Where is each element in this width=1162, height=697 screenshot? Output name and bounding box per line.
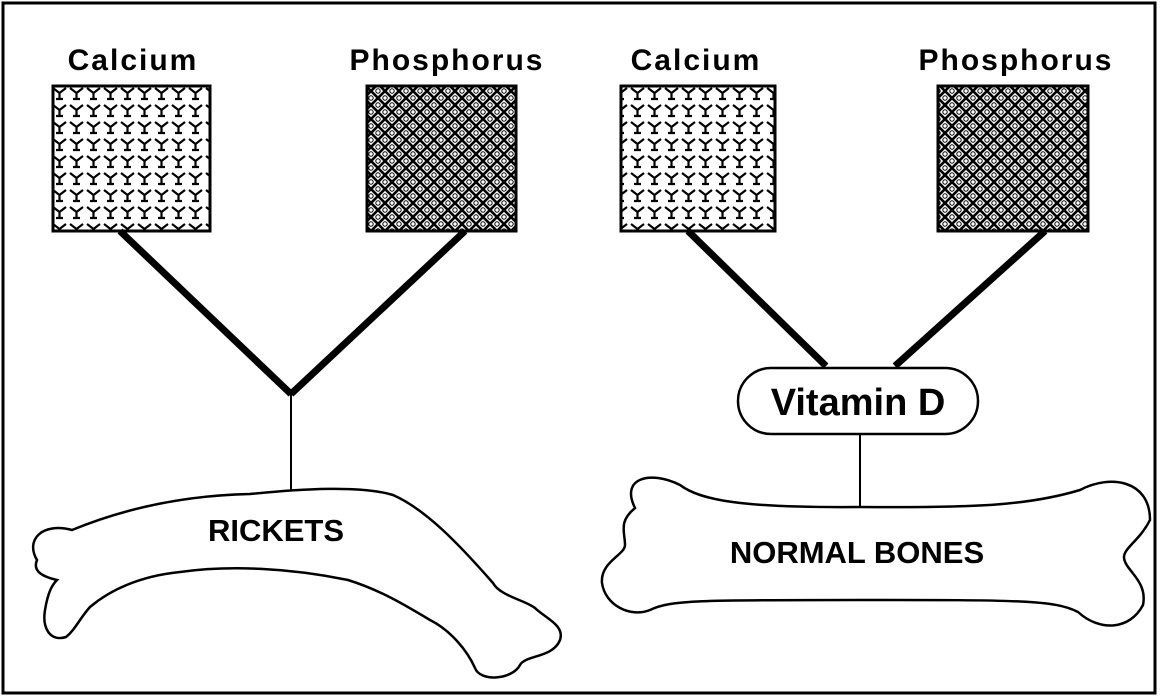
rickets-label: RICKETS [208,513,344,548]
vitamin-d-label: Vitamin D [771,382,946,424]
left-phosphorus-label: Phosphorus [349,44,544,77]
left-calcium-swatch [53,86,210,231]
right-calcium-swatch [621,86,775,231]
left-phosphorus-swatch [367,86,516,231]
normal-bones-label: NORMAL BONES [730,535,984,570]
right-phosphorus-label: Phosphorus [918,44,1113,77]
right-calcium-label: Calcium [631,44,762,77]
right-phosphorus-swatch [938,86,1088,231]
left-calcium-label: Calcium [68,44,199,77]
